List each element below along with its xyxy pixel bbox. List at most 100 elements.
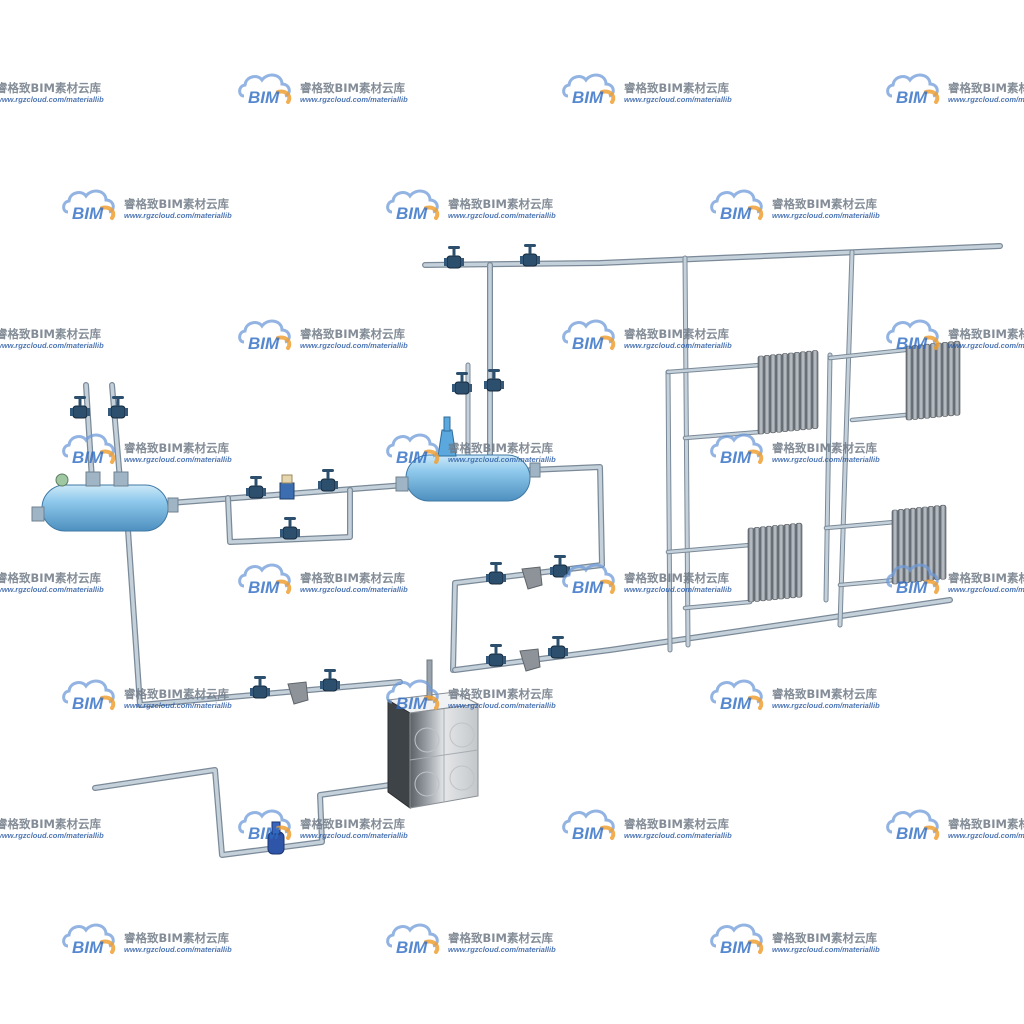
watermark-name: 睿格致BIM素材云库 <box>124 931 229 945</box>
gate-valve-icon <box>250 676 270 699</box>
bim-cloud-logo-icon <box>238 319 292 350</box>
watermark-url: www.rgzcloud.com/materiallib <box>948 831 1024 840</box>
watermark-name: 睿格致BIM素材云库 <box>300 81 405 95</box>
radiator-group <box>747 340 961 603</box>
watermark-name: 睿格致BIM素材云库 <box>624 81 729 95</box>
bim-cloud-logo-icon <box>710 189 764 220</box>
gate-valve-icon <box>320 669 340 692</box>
watermark-name: 睿格致BIM素材云库 <box>448 197 553 211</box>
water-tank <box>386 659 480 809</box>
watermark-url: www.rgzcloud.com/materiallib <box>948 585 1024 594</box>
watermark-url: www.rgzcloud.com/materiallib <box>948 341 1024 350</box>
watermark-url: www.rgzcloud.com/materiallib <box>772 455 880 464</box>
gate-valve-icon <box>444 246 464 269</box>
watermark-url: www.rgzcloud.com/materiallib <box>0 585 104 594</box>
watermark-brand: BIM <box>396 204 428 223</box>
watermark-url: www.rgzcloud.com/materiallib <box>124 211 232 220</box>
gate-valve-icon <box>486 562 506 585</box>
gate-valve-icon <box>246 476 266 499</box>
bim-cloud-logo-icon <box>886 563 940 594</box>
watermark-url: www.rgzcloud.com/materiallib <box>124 455 232 464</box>
radiator-icon <box>747 522 803 603</box>
watermark-name: 睿格致BIM素材云库 <box>948 571 1024 585</box>
bim-cloud-logo-icon <box>562 73 616 104</box>
watermark: BIM 睿格致BIM素材云库www.rgzcloud.com/materialli… <box>886 73 1024 107</box>
watermark-brand: BIM <box>720 694 752 713</box>
watermark-brand: BIM <box>248 578 280 597</box>
watermark-brand: BIM <box>896 88 928 107</box>
strainer-icon <box>519 648 541 672</box>
watermark-url: www.rgzcloud.com/materiallib <box>772 211 880 220</box>
gate-valve-icon <box>550 555 570 578</box>
bim-cloud-logo-icon <box>62 923 116 954</box>
watermark-url: www.rgzcloud.com/materiallib <box>448 211 556 220</box>
watermark-name: 睿格致BIM素材云库 <box>772 197 877 211</box>
bim-cloud-logo-icon <box>562 809 616 840</box>
watermark-name: 睿格致BIM素材云库 <box>0 817 101 831</box>
watermark-url: www.rgzcloud.com/materiallib <box>0 95 104 104</box>
watermark: BIM睿格致BIM素材云库www.rgzcloud.com/materialli… <box>0 571 104 594</box>
watermark-brand: BIM <box>572 824 604 843</box>
watermark-url: www.rgzcloud.com/materiallib <box>300 95 408 104</box>
watermark-brand: BIM <box>248 334 280 353</box>
left-pressure-vessel <box>31 471 179 532</box>
watermark-name: 睿格致BIM素材云库 <box>300 817 405 831</box>
bim-cloud-logo-icon <box>386 679 440 710</box>
pipe-network <box>83 243 1003 858</box>
watermark-name: 睿格致BIM素材云库 <box>948 81 1024 95</box>
bim-cloud-logo-icon <box>62 189 116 220</box>
gate-valve-icon <box>70 396 90 419</box>
bim-cloud-logo-icon <box>562 319 616 350</box>
watermark: BIM 睿格致BIM素材云库www.rgzcloud.com/materialli… <box>238 73 408 107</box>
gate-valve-icon <box>520 244 540 267</box>
watermark-layer: BIM睿格致BIM素材云库www.rgzcloud.com/materialli… <box>0 73 1024 957</box>
watermark-url: www.rgzcloud.com/materiallib <box>0 831 104 840</box>
watermark-brand: BIM <box>72 694 104 713</box>
watermark-url: www.rgzcloud.com/materiallib <box>948 95 1024 104</box>
watermark-url: www.rgzcloud.com/materiallib <box>0 341 104 350</box>
bim-cloud-logo-icon <box>238 563 292 594</box>
watermark-url: www.rgzcloud.com/materiallib <box>448 945 556 954</box>
gate-valve-icon <box>452 372 472 395</box>
watermark-name: 睿格致BIM素材云库 <box>124 197 229 211</box>
watermark-url: www.rgzcloud.com/materiallib <box>448 701 556 710</box>
watermark-brand: BIM <box>396 938 428 957</box>
watermark-name: 睿格致BIM素材云库 <box>448 687 553 701</box>
watermark-brand: BIM <box>248 88 280 107</box>
gate-valve-icon <box>484 369 504 392</box>
strainer-group <box>287 566 543 705</box>
watermark-url: www.rgzcloud.com/materiallib <box>300 831 408 840</box>
watermark-url: www.rgzcloud.com/materiallib <box>772 945 880 954</box>
radiator-icon <box>891 504 947 585</box>
watermark-name: 睿格致BIM素材云库 <box>448 441 553 455</box>
watermark-name: 睿格致BIM素材云库 <box>124 687 229 701</box>
bim-cloud-logo-icon <box>710 679 764 710</box>
watermark-url: www.rgzcloud.com/materiallib <box>448 455 556 464</box>
bim-cloud-logo-icon <box>238 809 292 840</box>
watermark-brand: BIM <box>572 578 604 597</box>
watermark-name: 睿格致BIM素材云库 <box>448 931 553 945</box>
bim-cloud-logo-icon <box>386 433 440 464</box>
watermark-brand: BIM <box>896 824 928 843</box>
watermark: BIM睿格致BIM素材云库www.rgzcloud.com/materialli… <box>0 81 104 104</box>
watermark-url: www.rgzcloud.com/materiallib <box>624 585 732 594</box>
watermark-brand: BIM <box>572 88 604 107</box>
watermark-brand: BIM <box>572 334 604 353</box>
watermark-name: 睿格致BIM素材云库 <box>300 327 405 341</box>
gate-valve-icon <box>280 517 300 540</box>
bim-cloud-logo-icon <box>886 73 940 104</box>
watermark-brand: BIM <box>720 204 752 223</box>
gate-valve-icon <box>108 396 128 419</box>
